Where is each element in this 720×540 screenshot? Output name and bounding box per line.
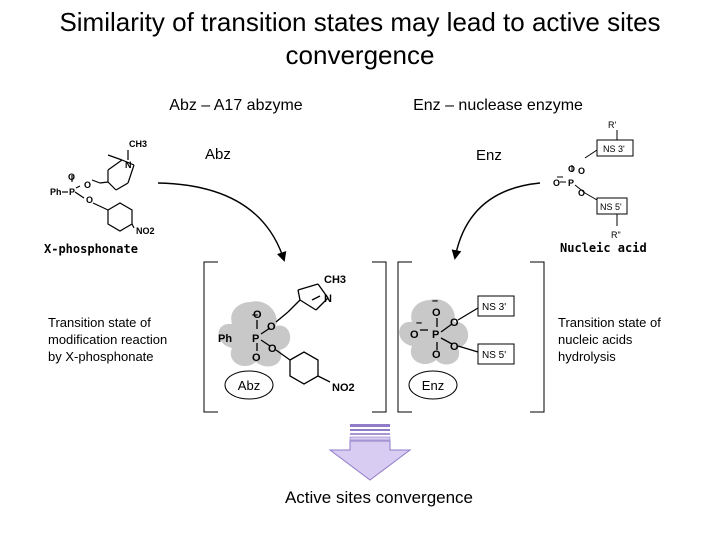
chem-p-left: P xyxy=(252,333,259,345)
chem-p-top: P xyxy=(69,187,75,197)
chem-o-left3: O xyxy=(268,343,277,355)
right-caption-line-3: hydrolysis xyxy=(558,349,616,364)
left-transition-state: – O O Ph P O O CH3 N NO2 Abz xyxy=(218,274,355,400)
chem-o-na4: O xyxy=(578,188,585,198)
chem-o-top1: O xyxy=(84,180,91,190)
chem-ph-top: Ph xyxy=(50,187,62,197)
chem-n-top: N xyxy=(125,160,132,170)
chem-n-left: N xyxy=(324,293,332,305)
ts-abz-label: Abz xyxy=(238,378,260,393)
chem-no2-left: NO2 xyxy=(332,382,355,394)
chem-minus-right2: – xyxy=(416,317,422,329)
x-phosphonate-structure xyxy=(62,150,135,232)
ts-abz-oval xyxy=(224,370,274,400)
chem-minus-left: – xyxy=(252,309,258,321)
x-phosphonate-label: X-phosphonate xyxy=(44,242,138,256)
ts-enz-oval xyxy=(408,370,458,400)
title-line-1: Similarity of transition states may lead… xyxy=(59,7,660,37)
chem-o-top2: O xyxy=(68,172,75,182)
enz-heading: Enz – nuclease enzyme xyxy=(413,97,583,114)
r-prime: R' xyxy=(608,120,616,130)
right-caption-line-1: Transition state of xyxy=(558,315,661,330)
chem-minus-right: – xyxy=(432,295,438,307)
nucleic-acid-label: Nucleic acid xyxy=(560,241,647,255)
nucleic-acid-structure xyxy=(557,130,634,226)
chem-ph-left: Ph xyxy=(218,333,232,345)
chem-o-left1: O xyxy=(253,309,262,321)
abz-label: Abz xyxy=(205,146,231,163)
chem-no2-top: NO2 xyxy=(136,226,155,236)
enz-label: Enz xyxy=(476,147,502,164)
abz-heading: Abz – A17 abzyme xyxy=(169,97,303,114)
chem-o-top3: O xyxy=(86,195,93,205)
chem-o-right3: O xyxy=(410,329,419,341)
chem-p-right: P xyxy=(432,329,439,341)
chem-o-right1: O xyxy=(432,307,441,319)
chem-ch3-left: CH3 xyxy=(324,274,346,286)
chem-o-na1: O xyxy=(568,164,575,174)
ns3-top: NS 3' xyxy=(603,144,625,154)
ns5-ts: NS 5' xyxy=(482,350,506,361)
chem-o-right5: O xyxy=(432,349,441,361)
convergence-arrow xyxy=(328,424,412,481)
right-curved-arrow xyxy=(451,182,541,260)
chem-o-right4: O xyxy=(450,341,459,353)
chem-o-na3: O xyxy=(553,178,560,188)
chem-o-right2: O xyxy=(450,317,459,329)
chem-o-left2: O xyxy=(267,321,276,333)
chem-p-na: P xyxy=(568,178,574,188)
left-curved-arrow xyxy=(157,182,287,262)
ns5-top: NS 5' xyxy=(600,202,622,212)
chem-o-left4: O xyxy=(252,352,261,364)
right-caption-line-2: nucleic acids xyxy=(558,332,633,347)
ts-enz-label: Enz xyxy=(422,378,444,393)
chem-o-na2: O xyxy=(578,166,585,176)
r-double-prime: R" xyxy=(611,230,621,240)
left-bracket-group xyxy=(203,261,545,413)
title-line-2: convergence xyxy=(286,40,435,70)
bottom-label: Active sites convergence xyxy=(285,488,473,507)
ns3-ts: NS 3' xyxy=(482,302,506,313)
chem-ch3-top: CH3 xyxy=(129,139,147,149)
right-transition-state: NS 3' NS 5' – O O – O P O O Enz xyxy=(399,295,515,400)
left-caption-line-2: modification reaction xyxy=(48,332,167,347)
left-caption-line-3: by X-phosphonate xyxy=(48,349,154,364)
left-caption-line-1: Transition state of xyxy=(48,315,151,330)
